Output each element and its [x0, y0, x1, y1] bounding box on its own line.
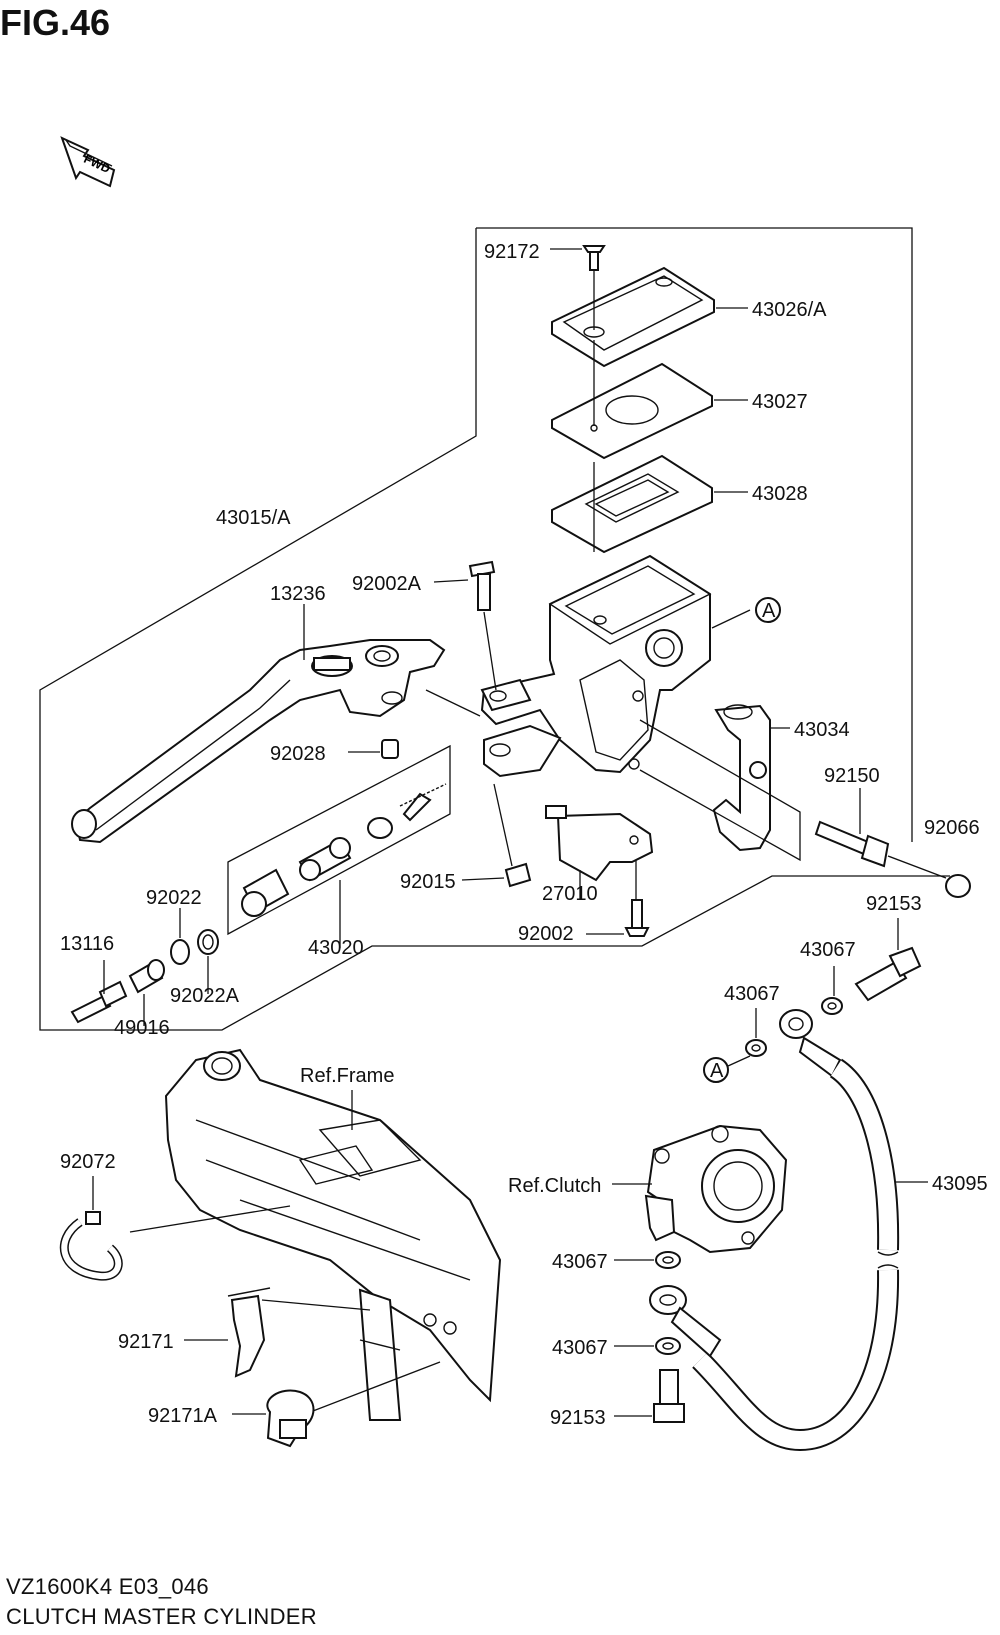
- part-label: 43095: [932, 1173, 988, 1195]
- diaphragm: [551, 454, 748, 554]
- cable-band: [59, 1176, 123, 1281]
- clutch-slave-cylinder: [612, 1124, 788, 1254]
- part-label: 43067: [552, 1251, 608, 1273]
- clutch-lever: [71, 604, 481, 844]
- part-label: 92002: [518, 923, 574, 945]
- washer-upper: [821, 966, 843, 1015]
- part-label: 43034: [794, 719, 850, 741]
- part-label: 43067: [800, 939, 856, 961]
- part-label: Ref.Frame: [300, 1065, 394, 1087]
- part-label: 92066: [924, 817, 980, 839]
- reservoir-plate: [551, 340, 748, 460]
- part-label: 49016: [114, 1017, 170, 1039]
- part-label: 43026/A: [752, 299, 827, 321]
- callout-circle-icon: A: [703, 1055, 751, 1083]
- circlip: [170, 908, 190, 965]
- washer-lower-2: [614, 1337, 681, 1355]
- washer-upper-2: [745, 1008, 767, 1057]
- part-label: 43027: [752, 391, 808, 413]
- part-label: 92153: [550, 1407, 606, 1429]
- part-label: 43015/A: [216, 507, 291, 529]
- part-label: 27010: [542, 883, 598, 905]
- washer-lower: [614, 1251, 681, 1269]
- frame-reference: [129, 1048, 502, 1421]
- clutch-hose: [692, 1058, 928, 1452]
- union-bolt-upper: [854, 918, 922, 1002]
- push-rod: [70, 960, 128, 1024]
- part-label: Ref.Clutch: [508, 1175, 601, 1197]
- part-label: 92171A: [148, 1405, 218, 1427]
- clamp: [639, 704, 801, 862]
- hose-fitting-upper: [779, 1009, 842, 1078]
- union-bolt-lower: [614, 1369, 685, 1423]
- fwd-arrow-icon: FWD: [60, 136, 116, 188]
- pivot-nut: [348, 739, 399, 759]
- cap-screw: [550, 245, 606, 271]
- part-label: 92072: [60, 1151, 116, 1173]
- clamp-bolt: [814, 788, 890, 868]
- part-label: 92015: [400, 871, 456, 893]
- hose-fitting-lower: [649, 1285, 722, 1358]
- part-label: 43067: [552, 1337, 608, 1359]
- part-label: 92153: [866, 893, 922, 915]
- part-label: 13236: [270, 583, 326, 605]
- reservoir-cap: [551, 266, 748, 368]
- bolt-cap: [887, 855, 971, 898]
- assembly-bracket: [476, 227, 913, 842]
- part-label: 43067: [724, 983, 780, 1005]
- part-label: 92171: [118, 1331, 174, 1353]
- switch-mount-screw: [586, 860, 650, 937]
- hose-clamp-a: [232, 1389, 315, 1448]
- callout-letter: A: [762, 600, 776, 622]
- part-label: 92002A: [352, 573, 422, 595]
- callout-letter: A: [710, 1060, 724, 1082]
- part-label: 92172: [484, 241, 540, 263]
- figure-title: FIG.46: [0, 2, 111, 43]
- hose-clamp: [184, 1287, 271, 1378]
- piston-kit: [227, 744, 451, 948]
- pivot-bolt: [433, 560, 497, 691]
- part-label: 43028: [752, 483, 808, 505]
- part-label: 92022: [146, 887, 202, 909]
- part-label: 13116: [60, 933, 114, 955]
- part-label: 92022A: [170, 985, 240, 1007]
- dust-boot: [128, 959, 165, 1026]
- model-code: VZ1600K4 E03_046: [6, 1574, 209, 1599]
- diagram-caption: CLUTCH MASTER CYLINDER: [6, 1604, 317, 1629]
- part-label: 43020: [308, 937, 364, 959]
- clutch-switch: [545, 805, 654, 900]
- master-cylinder-body: [480, 554, 751, 778]
- part-label: 92150: [824, 765, 880, 787]
- switch-screw: [461, 783, 532, 888]
- part-label: 92028: [270, 743, 326, 765]
- callout-circle-icon: A: [755, 597, 781, 623]
- washer: [197, 929, 219, 994]
